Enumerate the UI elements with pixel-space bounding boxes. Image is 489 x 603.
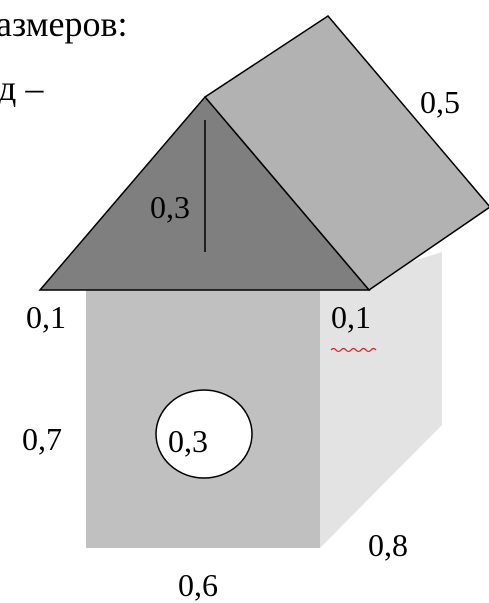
side-wall	[320, 252, 442, 548]
overhang-left-label: 0,1	[26, 299, 66, 335]
roof-slope-label: 0,5	[420, 84, 460, 120]
header-line-1: азмеров:	[0, 4, 127, 44]
header-line-2: д –	[0, 68, 44, 108]
front-width-label: 0,6	[178, 567, 218, 603]
hole-diameter-label: 0,3	[168, 423, 208, 459]
entrance-hole	[155, 389, 253, 479]
overhang-right-label: 0,1	[331, 299, 371, 335]
wall-height-label: 0,7	[22, 421, 62, 457]
spellcheck-underline	[330, 347, 377, 353]
roof-height-label: 0,3	[150, 189, 190, 225]
side-depth-label: 0,8	[368, 527, 408, 563]
